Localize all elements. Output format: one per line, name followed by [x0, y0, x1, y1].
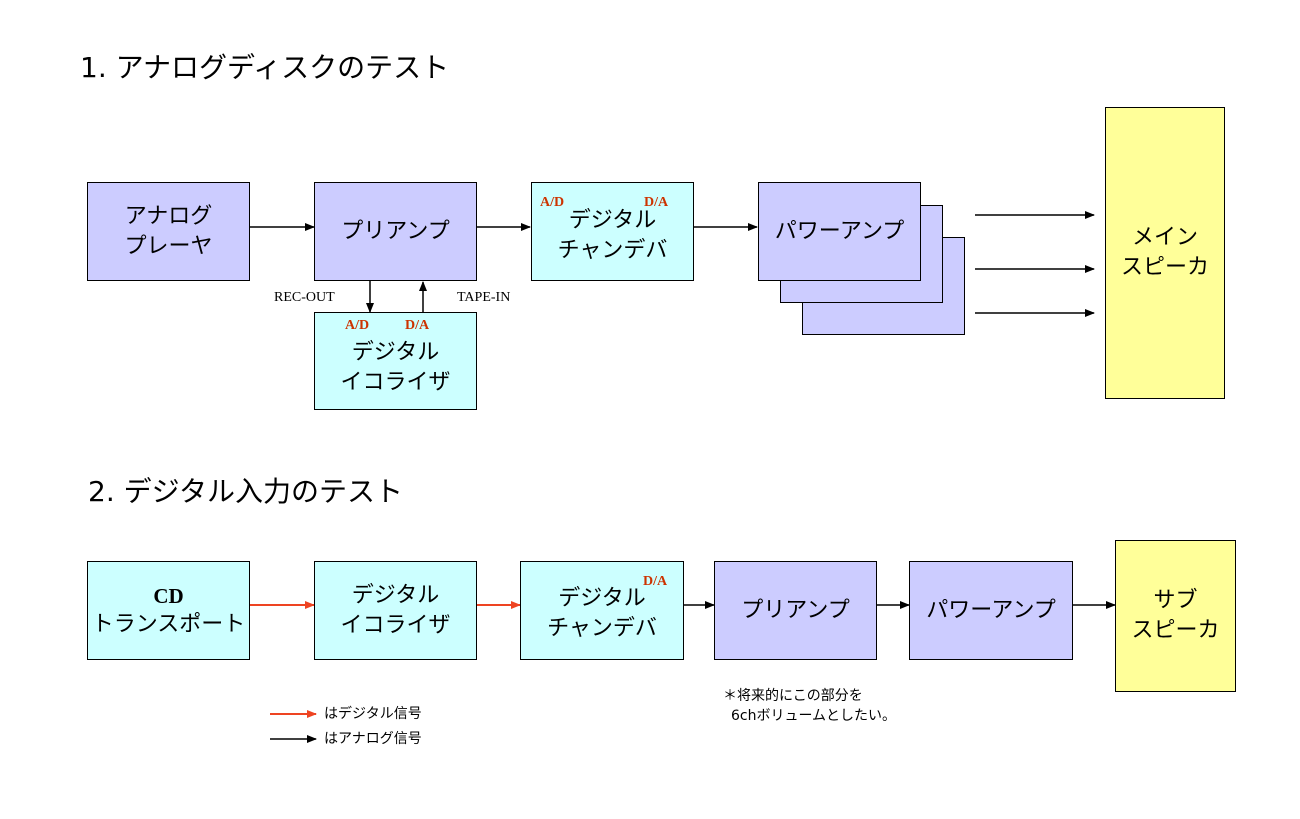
- sub-speaker-box: サブ スピーカ: [1115, 540, 1236, 692]
- equalizer-da-tag: D/A: [405, 318, 430, 333]
- power-amp2-box: パワーアンプ: [909, 561, 1073, 660]
- cd-transport-box: CD トランスポート: [87, 561, 250, 660]
- power-amp-box: パワーアンプ: [758, 182, 921, 281]
- channel-divider-da-tag: D/A: [644, 195, 669, 210]
- tape-in-label: TAPE-IN: [457, 290, 511, 305]
- equalizer-box: デジタル イコライザ: [314, 312, 477, 410]
- channel-divider-line2: チャンデバ: [557, 237, 668, 263]
- preamp2-box: プリアンプ: [714, 561, 877, 660]
- main-speaker-box: メイン スピーカ: [1105, 107, 1225, 399]
- preamp-box: プリアンプ: [314, 182, 477, 281]
- section1-title: 1. アナログディスクのテスト: [80, 51, 450, 84]
- channel-divider-box: デジタル チャンデバ: [531, 182, 694, 281]
- equalizer2-line1: デジタル: [351, 582, 440, 608]
- sub-speaker-line1: サブ: [1153, 588, 1198, 613]
- channel-divider2-line2: チャンデバ: [547, 615, 657, 641]
- channel-divider2-da-tag: D/A: [643, 574, 668, 589]
- cd-transport-line1: CD: [153, 583, 184, 608]
- equalizer-line1: デジタル: [351, 340, 440, 365]
- channel-divider-ad-tag: A/D: [540, 195, 565, 210]
- legend-analog-label: はアナログ信号: [324, 731, 422, 747]
- power-amp2-label: パワーアンプ: [926, 597, 1056, 623]
- analog-player-line1: アナログ: [124, 203, 213, 229]
- equalizer-ad-tag: A/D: [345, 318, 370, 333]
- sub-speaker-line2: スピーカ: [1131, 618, 1220, 643]
- section2-title: 2. デジタル入力のテスト: [88, 475, 404, 508]
- future-note-line1: ＊将来的にこの部分を: [723, 688, 863, 704]
- analog-player-box: アナログ プレーヤ: [87, 182, 250, 281]
- cd-transport-line2: トランスポート: [91, 611, 246, 637]
- channel-divider-line1: デジタル: [568, 207, 657, 233]
- channel-divider2-box: デジタル チャンデバ: [520, 561, 684, 660]
- equalizer2-box: デジタル イコライザ: [314, 561, 477, 660]
- analog-player-line2: プレーヤ: [124, 233, 213, 259]
- main-speaker-line1: メイン: [1131, 225, 1198, 250]
- equalizer-line2: イコライザ: [340, 370, 451, 395]
- main-speaker-line2: スピーカ: [1120, 255, 1209, 280]
- future-note-line2: 6chボリュームとしたい。: [731, 708, 897, 724]
- equalizer2-line2: イコライザ: [340, 612, 451, 638]
- preamp-label: プリアンプ: [341, 218, 450, 244]
- legend-digital-label: はデジタル信号: [324, 706, 422, 722]
- power-amp-label: パワーアンプ: [774, 218, 905, 244]
- preamp2-label: プリアンプ: [741, 597, 850, 623]
- rec-out-label: REC-OUT: [274, 290, 335, 305]
- channel-divider2-line1: デジタル: [558, 585, 646, 611]
